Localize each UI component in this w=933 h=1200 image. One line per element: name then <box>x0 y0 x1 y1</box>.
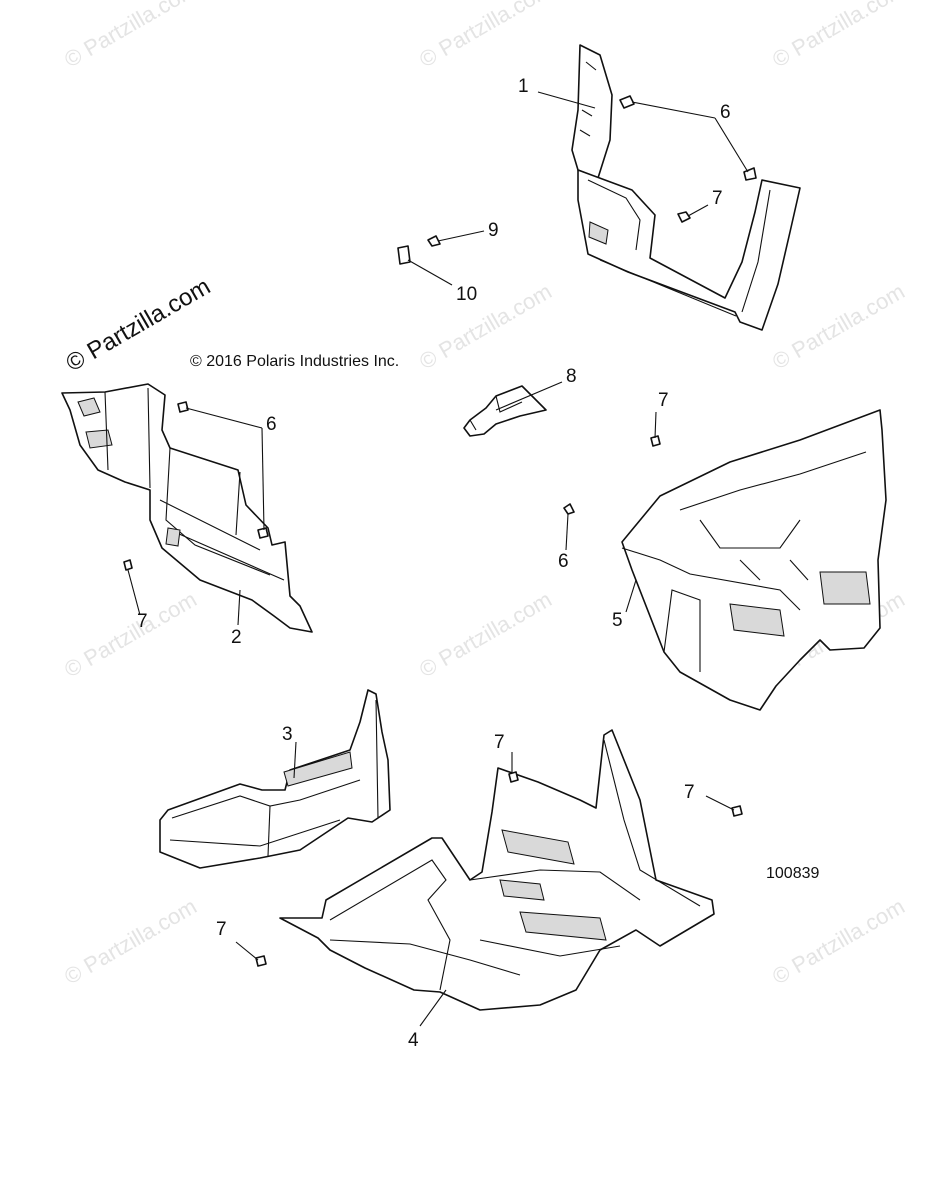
callout-10: 10 <box>456 284 477 305</box>
fasteners <box>123 95 757 967</box>
leader-lines <box>127 91 749 1027</box>
watermark-text: © Partzilla.com <box>60 587 201 683</box>
callout-7: 7 <box>684 782 695 803</box>
diagram-number: 100839 <box>766 865 819 882</box>
part-5-rear-tub <box>621 409 887 711</box>
callout-7: 7 <box>137 611 148 632</box>
callout-2: 2 <box>231 627 242 648</box>
callout-labels: 1 6 7 9 10 8 6 7 6 5 7 2 3 7 7 7 4 <box>137 76 731 1051</box>
callout-7: 7 <box>216 919 227 940</box>
watermark-text: © Partzilla.com <box>415 0 556 72</box>
callout-7: 7 <box>494 732 505 753</box>
callout-6: 6 <box>720 102 731 123</box>
callout-3: 3 <box>282 724 293 745</box>
part-3-rail <box>159 689 391 869</box>
part-4-floor-tub <box>279 729 715 1011</box>
callout-4: 4 <box>408 1030 419 1051</box>
watermark-text: © Partzilla.com <box>60 894 201 990</box>
watermark-text: © Partzilla.com <box>415 587 556 683</box>
callout-7: 7 <box>712 188 723 209</box>
callout-7: 7 <box>658 390 669 411</box>
copyright-text: © 2016 Polaris Industries Inc. <box>190 353 399 370</box>
callout-5: 5 <box>612 610 623 631</box>
callout-1: 1 <box>518 76 529 97</box>
part-8-bracket <box>463 385 547 437</box>
watermark-text: © Partzilla.com <box>768 279 909 375</box>
watermark-text: © Partzilla.com <box>415 279 556 375</box>
watermark-text: © Partzilla.com <box>768 894 909 990</box>
watermark-text: © Partzilla.com <box>768 0 909 72</box>
part-2-side-panel <box>61 383 313 633</box>
watermark-text: © Partzilla.com <box>60 0 201 72</box>
part-1-panel <box>571 44 801 331</box>
callout-6: 6 <box>266 414 277 435</box>
callout-6: 6 <box>558 551 569 572</box>
callout-8: 8 <box>566 366 577 387</box>
callout-9: 9 <box>488 220 499 241</box>
